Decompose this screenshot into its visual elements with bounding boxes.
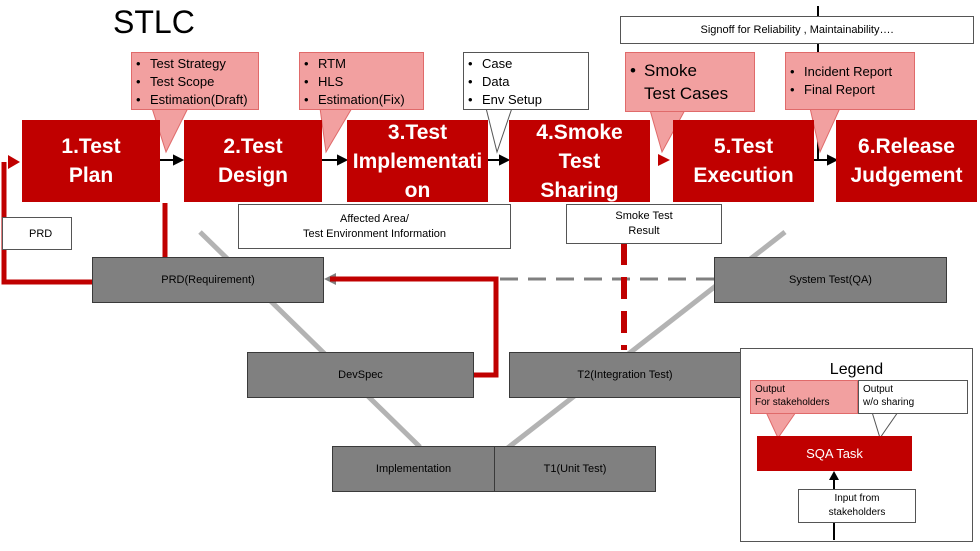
smoke-input-item: Env Setup: [468, 91, 584, 109]
legend-output-stakeholders: Output For stakeholders: [750, 380, 858, 414]
execution-output-item: Incident Report: [790, 63, 908, 81]
prd-input-box: PRD: [2, 217, 72, 250]
design-output-item: Estimation(Draft): [136, 91, 252, 109]
design-output-item: Test Strategy: [136, 55, 252, 73]
step-release-judgement: 6.Release Judgement: [836, 120, 977, 202]
step-test-design: 2.Test Design: [184, 120, 322, 202]
step-test-execution: 5.Test Execution: [673, 120, 814, 202]
step-test-plan: 1.Test Plan: [22, 120, 160, 202]
step-test-implementation: 3.Test Implementati on: [347, 120, 488, 202]
legend-title: Legend: [829, 361, 884, 378]
implementation-output-callout: RTM HLS Estimation(Fix): [299, 52, 424, 110]
smoke-result-output-box: Smoke Test Result: [566, 204, 722, 244]
execution-output-item: Final Report: [790, 81, 908, 99]
smoke-input-callout: Case Data Env Setup: [463, 52, 589, 110]
prd-input-arrowhead: [8, 155, 20, 169]
legend-sqa-task: SQA Task: [757, 436, 912, 471]
legend-panel: Legend: [740, 348, 973, 542]
implementation-output-item: RTM: [304, 55, 417, 73]
step-smoke-test-sharing: 4.Smoke Test Sharing: [509, 120, 650, 202]
prd-requirement-box: PRD(Requirement): [92, 257, 324, 303]
signoff-box: Signoff for Reliability , Maintainabilit…: [620, 16, 974, 44]
integration-test-box: T2(Integration Test): [509, 352, 741, 398]
page-title: STLC: [113, 4, 195, 40]
execution-output-callout: Incident Report Final Report: [785, 52, 915, 110]
smoke-output-item: Smoke Test Cases: [630, 59, 748, 105]
design-output-callout: Test Strategy Test Scope Estimation(Draf…: [131, 52, 259, 110]
smoke-input-item: Data: [468, 73, 584, 91]
implementation-box: Implementation: [332, 446, 495, 492]
legend-input-stakeholders: Input from stakeholders: [798, 489, 916, 523]
implementation-output-item: HLS: [304, 73, 417, 91]
implementation-output-item: Estimation(Fix): [304, 91, 417, 109]
prd-input-loop: [1, 162, 92, 285]
step-flow-arrows: [160, 154, 839, 166]
unit-test-box: T1(Unit Test): [494, 446, 656, 492]
smoke-input-item: Case: [468, 55, 584, 73]
legend-output-nosharing: Output w/o sharing: [858, 380, 968, 414]
smoke-to-execution-arrowhead: [658, 154, 670, 166]
design-output-item: Test Scope: [136, 73, 252, 91]
system-test-box: System Test(QA): [714, 257, 947, 303]
smoke-output-callout: Smoke Test Cases: [625, 52, 755, 112]
devspec-box: DevSpec: [247, 352, 474, 398]
devspec-to-prd-line: [330, 276, 499, 378]
affected-area-input-box: Affected Area/ Test Environment Informat…: [238, 204, 511, 249]
